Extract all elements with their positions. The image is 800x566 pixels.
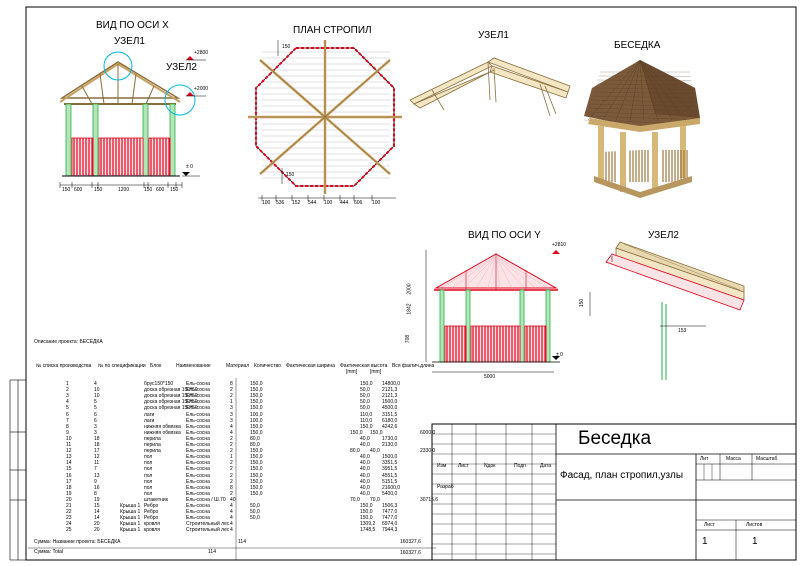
stamp-col-ndoc: Nдок — [484, 463, 496, 469]
spec-total-len: 160327,6 — [400, 550, 421, 556]
title-block — [431, 423, 797, 561]
view-y-dim-3: 708 — [405, 334, 412, 344]
stamp-col-podp: Подп — [514, 463, 526, 469]
spec-sum-len: 160327,6 — [400, 539, 421, 545]
spec-head-block: Блок — [150, 363, 162, 369]
dim-plan-0: 100 — [262, 200, 271, 206]
stamp-sheets-label: Листов — [746, 522, 763, 528]
stamp-razrab: Разраб — [437, 484, 454, 490]
plan-side-dim-2: 150 — [286, 172, 295, 178]
spec-total-label: Сумма: Total — [34, 549, 64, 555]
dim-x-1: 600 — [74, 187, 83, 193]
node2-detail — [589, 241, 745, 380]
title-node1: УЗЕЛ1 — [478, 30, 509, 41]
title-rafter-plan: ПЛАН СТРОПИЛ — [293, 25, 372, 36]
spec-head-qty: Количество — [254, 363, 281, 369]
sheet-frame — [25, 6, 797, 561]
dim-plan-2: 152 — [292, 200, 301, 206]
spec-head-name: Наименование — [176, 363, 211, 369]
dim-x-3: 1200 — [118, 187, 130, 193]
dim-x-4: 150 — [144, 187, 153, 193]
title-view-axis-y: ВИД ПО ОСИ Y — [468, 230, 541, 241]
stamp-title: Беседка — [578, 428, 652, 449]
view-axis-y — [425, 250, 560, 373]
zero-mark-y: ± 0 — [556, 352, 563, 358]
dim-plan-6: 606 — [354, 200, 363, 206]
view-y-dim-1: 2000 — [406, 283, 413, 295]
dim-plan-3: 544 — [308, 200, 317, 206]
spec-head-num: № списка производства — [36, 363, 92, 369]
title-view-axis-x: ВИД ПО ОСИ X — [96, 20, 169, 31]
dim-plan-5: 444 — [340, 200, 349, 206]
stamp-massa: Масса — [726, 456, 741, 462]
stamp-masshtab: Масштаб — [756, 456, 778, 462]
stamp-lit: Лит — [700, 456, 709, 462]
spec-head-spec: № по спецификации — [98, 363, 146, 369]
plan-side-dim-1: 150 — [282, 44, 291, 50]
stamp-sheet-number: 1 — [702, 536, 708, 547]
label-node2-on-x: УЗЕЛ2 — [166, 62, 197, 73]
label-node1-on-x: УЗЕЛ1 — [114, 36, 145, 47]
stamp-sheets-number: 1 — [752, 536, 758, 547]
stamp-col-list: Лист — [458, 463, 469, 469]
dim-plan-7: 100 — [372, 200, 381, 206]
spec-project-title: Описание проекта: БЕСЕДКА — [34, 339, 103, 345]
spec-head-length: Вся фактич.длина — [392, 363, 435, 369]
node1-callout-circle — [103, 51, 133, 81]
dim-x-6: 150 — [170, 187, 179, 193]
dim-x-0: 150 — [62, 187, 71, 193]
elev-eave-x: +2000 — [194, 86, 209, 92]
zero-mark-x: ± 0 — [186, 164, 193, 170]
view-y-total-dim: 5000 — [484, 374, 496, 380]
gazebo-3d — [583, 59, 701, 198]
elev-top-y: +2810 — [552, 242, 567, 248]
elev-top-x: +2800 — [194, 50, 209, 56]
node2-height-dim: 150 — [579, 298, 586, 308]
view-axis-x — [59, 51, 206, 188]
stamp-col-data: Дата — [540, 463, 552, 469]
node2-callout-circle — [164, 84, 196, 116]
node1-detail — [409, 57, 571, 117]
dim-plan-4: 100 — [324, 200, 333, 206]
spec-head-material: Материал — [226, 363, 250, 369]
stamp-col-izm: Изм — [437, 463, 447, 469]
spec-total-qty: 114 — [208, 549, 216, 555]
dim-x-5: 600 — [156, 187, 165, 193]
spec-head-height: Фактическая высота — [340, 363, 388, 369]
rafter-plan — [248, 40, 402, 201]
stamp-subtitle: Фасад, план стропил,узлы — [560, 470, 684, 481]
dim-plan-1: 536 — [276, 200, 285, 206]
spec-head-width: Фактическая ширина — [286, 363, 335, 369]
title-gazebo: БЕСЕДКА — [614, 40, 661, 51]
spec-sum-qty: 114 — [238, 539, 246, 545]
spec-unit-2: [mm] — [370, 369, 382, 375]
spec-sum-label: Сумма: Название проекта: БЕСЕДКА — [34, 539, 121, 545]
spec-unit-1: [mm] — [346, 369, 358, 375]
view-y-dim-2: 1842 — [406, 303, 413, 315]
node2-width-dim: 153 — [678, 328, 687, 334]
stamp-sheet-label: Лист — [704, 522, 715, 528]
dim-x-2: 150 — [94, 187, 103, 193]
title-node2: УЗЕЛ2 — [648, 230, 679, 241]
